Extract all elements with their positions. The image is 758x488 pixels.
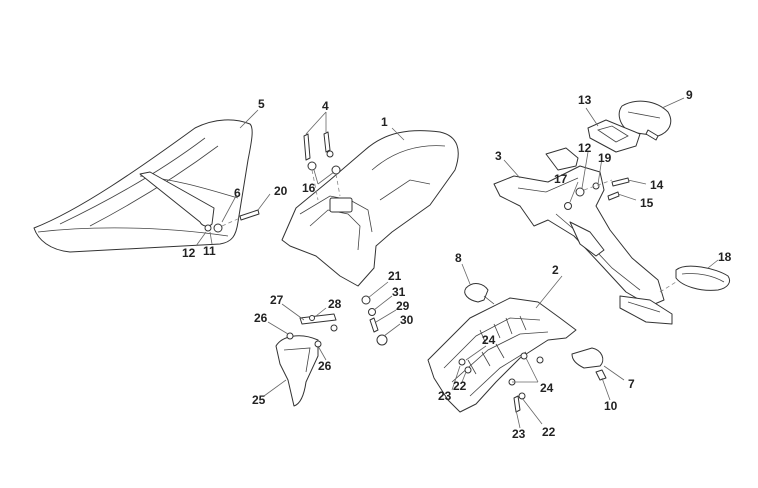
- callout-17: 17: [554, 172, 568, 186]
- callout-24-lower: 24: [540, 381, 554, 395]
- callout-29: 29: [396, 299, 410, 313]
- callout-22-left: 22: [453, 379, 467, 393]
- callout-7: 7: [628, 377, 635, 391]
- callout-12-seat: 12: [182, 246, 196, 260]
- callout-15: 15: [640, 196, 654, 210]
- tail-light: [618, 100, 672, 141]
- rear-reflector: [659, 265, 731, 293]
- callout-20: 20: [274, 184, 288, 198]
- subframe-fasteners: [564, 177, 630, 210]
- callout-2: 2: [552, 263, 559, 277]
- plate-bracket-lower: [619, 295, 673, 325]
- turn-indicator-left: [464, 283, 495, 305]
- seat-fasteners: [204, 209, 260, 233]
- callout-18: 18: [718, 250, 732, 264]
- callout-23-bottom: 23: [512, 427, 526, 441]
- rear-undertray: [427, 297, 577, 413]
- leader-lines: [195, 97, 719, 429]
- rear-subframe-bracket: [493, 147, 665, 307]
- callout-27: 27: [270, 293, 284, 307]
- callout-21: 21: [388, 269, 402, 283]
- callout-25: 25: [252, 393, 266, 407]
- rear-mudguard: [281, 130, 459, 287]
- callout-12-frame: 12: [578, 141, 592, 155]
- callout-23-left: 23: [438, 389, 452, 403]
- callout-19: 19: [598, 151, 612, 165]
- undertray-fasteners: [458, 352, 544, 413]
- callout-22-bottom: 22: [542, 425, 556, 439]
- callout-28: 28: [328, 297, 342, 311]
- callout-1: 1: [381, 115, 388, 129]
- seat: [33, 119, 253, 253]
- callout-26-right: 26: [318, 359, 332, 373]
- turn-indicator-right: [571, 347, 607, 381]
- callout-13: 13: [578, 93, 592, 107]
- callout-3: 3: [495, 149, 502, 163]
- callout-9: 9: [686, 88, 693, 102]
- callout-4: 4: [322, 99, 329, 113]
- callout-24-upper: 24: [482, 333, 496, 347]
- callout-14: 14: [650, 178, 664, 192]
- callout-31: 31: [392, 285, 406, 299]
- license-plate-holder: [275, 313, 338, 407]
- callout-16: 16: [302, 181, 316, 195]
- callout-10: 10: [604, 399, 618, 413]
- callout-8: 8: [455, 251, 462, 265]
- callout-5: 5: [258, 97, 265, 111]
- small-fasteners-center: [361, 295, 388, 346]
- callout-11: 11: [203, 244, 216, 258]
- callout-26-left: 26: [254, 311, 268, 325]
- tail-light-gasket: [587, 119, 641, 153]
- callout-30: 30: [400, 313, 414, 327]
- callout-6: 6: [234, 186, 241, 200]
- callout-numbers: 5 6 20 12 11 4 16 1 21 31 29 30 27 28 26…: [182, 88, 732, 441]
- mudguard-screws: [303, 131, 341, 201]
